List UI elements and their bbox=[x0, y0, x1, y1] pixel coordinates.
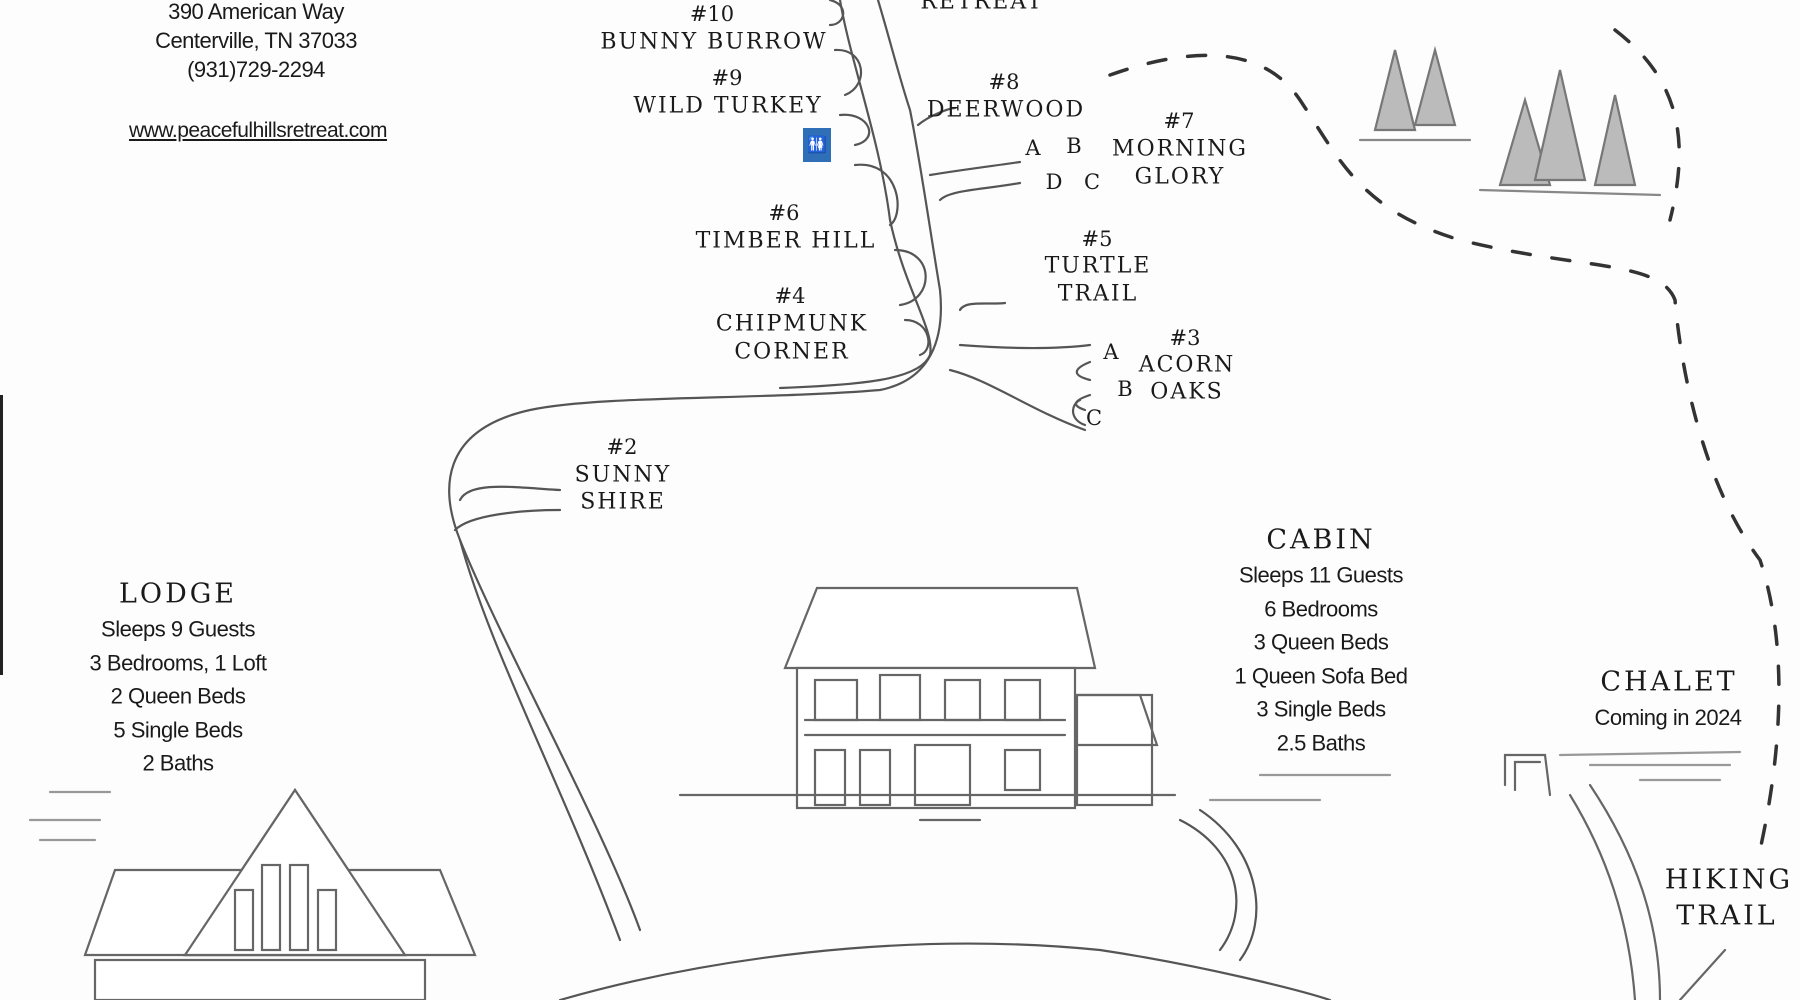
site-7-name-line1: Morning bbox=[1112, 136, 1248, 162]
site-2-name-line2: Shire bbox=[580, 489, 666, 515]
cabin-detail: 6 Bedrooms bbox=[1264, 596, 1378, 621]
cabin-detail: 2.5 Baths bbox=[1276, 730, 1366, 755]
site-6-name: Timber Hill bbox=[695, 228, 877, 254]
lodge-detail: 3 Bedrooms, 1 Loft bbox=[89, 649, 267, 675]
main-road bbox=[448, 0, 942, 932]
site-7-number: #7 bbox=[1163, 109, 1195, 133]
site-7b: B bbox=[1066, 134, 1082, 158]
site-9-number: #9 bbox=[711, 66, 743, 90]
pine-trees bbox=[1373, 45, 1637, 187]
site-3-name-line2: Oaks bbox=[1150, 379, 1224, 405]
site-3-name-line1: Acorn bbox=[1138, 352, 1236, 378]
website-link[interactable]: www.peacefulhillsretreat.com bbox=[129, 119, 387, 142]
site-6-number: #6 bbox=[768, 201, 800, 225]
site-3c: C bbox=[1085, 406, 1103, 430]
site-3b: B bbox=[1117, 377, 1133, 401]
chalet-note: Coming in 2024 bbox=[1594, 705, 1742, 730]
site-3a: A bbox=[1103, 340, 1119, 364]
lodge-detail: 2 Queen Beds bbox=[110, 683, 246, 709]
lodge-detail: 2 Baths bbox=[142, 750, 214, 776]
chalet-site bbox=[1503, 750, 1742, 1000]
site-7-name-line2: Glory bbox=[1134, 164, 1226, 190]
site-7a: A bbox=[1025, 136, 1041, 160]
cabin-building bbox=[678, 586, 1177, 822]
site-5-number: #5 bbox=[1081, 227, 1113, 251]
site-10-name: Bunny Burrow bbox=[600, 29, 828, 55]
cabin-detail: 1 Queen Sofa Bed bbox=[1234, 663, 1408, 688]
address-line1: 390 American Way bbox=[168, 0, 344, 24]
site-7c: C bbox=[1083, 170, 1101, 194]
site-9-name: Wild Turkey bbox=[633, 93, 823, 119]
address-line2: Centerville, TN 37033 bbox=[155, 28, 357, 53]
site-4-name-line2: Corner bbox=[734, 339, 850, 365]
hiking-trail-label-line1: Hiking bbox=[1664, 864, 1794, 896]
cabin-detail: Sleeps 11 Guests bbox=[1238, 562, 1404, 588]
retreat-label: Retreat bbox=[920, 0, 1044, 15]
cabin-detail: 3 Queen Beds bbox=[1253, 629, 1389, 655]
page-edge-mark bbox=[0, 395, 3, 675]
site-4-number: #4 bbox=[774, 284, 806, 308]
main-road-inner bbox=[778, 0, 932, 390]
lodge-detail: Sleeps 9 Guests bbox=[101, 616, 255, 642]
hiking-trail-label-line2: Trail bbox=[1676, 900, 1778, 932]
lodge-building bbox=[28, 788, 477, 1000]
lodge-detail: 5 Single Beds bbox=[113, 716, 243, 742]
phone-number: (931)729-2294 bbox=[187, 57, 325, 82]
restroom-icon: 🚻 bbox=[803, 128, 831, 162]
site-4-name-line1: Chipmunk bbox=[715, 311, 869, 337]
site-7d: D bbox=[1045, 170, 1063, 194]
site-5-name-line2: Trail bbox=[1057, 281, 1139, 307]
site-8-name: Deerwood bbox=[926, 97, 1086, 123]
cabin-title: Cabin bbox=[1266, 524, 1376, 556]
lodge-title: Lodge bbox=[119, 578, 237, 610]
cabin-details: Sleeps 11 Guests 6 Bedrooms 3 Queen Beds… bbox=[1234, 559, 1408, 760]
site-10-number: #10 bbox=[689, 2, 735, 26]
lodge-details: Sleeps 9 Guests 3 Bedrooms, 1 Loft 2 Que… bbox=[90, 612, 267, 780]
site-8-number: #8 bbox=[988, 70, 1020, 94]
site-5-name-line1: Turtle bbox=[1044, 253, 1152, 279]
cabin-detail: 3 Single Beds bbox=[1256, 696, 1386, 722]
site-2-name-line1: Sunny bbox=[574, 462, 672, 488]
site-3-number: #3 bbox=[1169, 326, 1201, 350]
chalet-title: Chalet bbox=[1600, 666, 1738, 698]
site-2-number: #2 bbox=[606, 435, 638, 459]
